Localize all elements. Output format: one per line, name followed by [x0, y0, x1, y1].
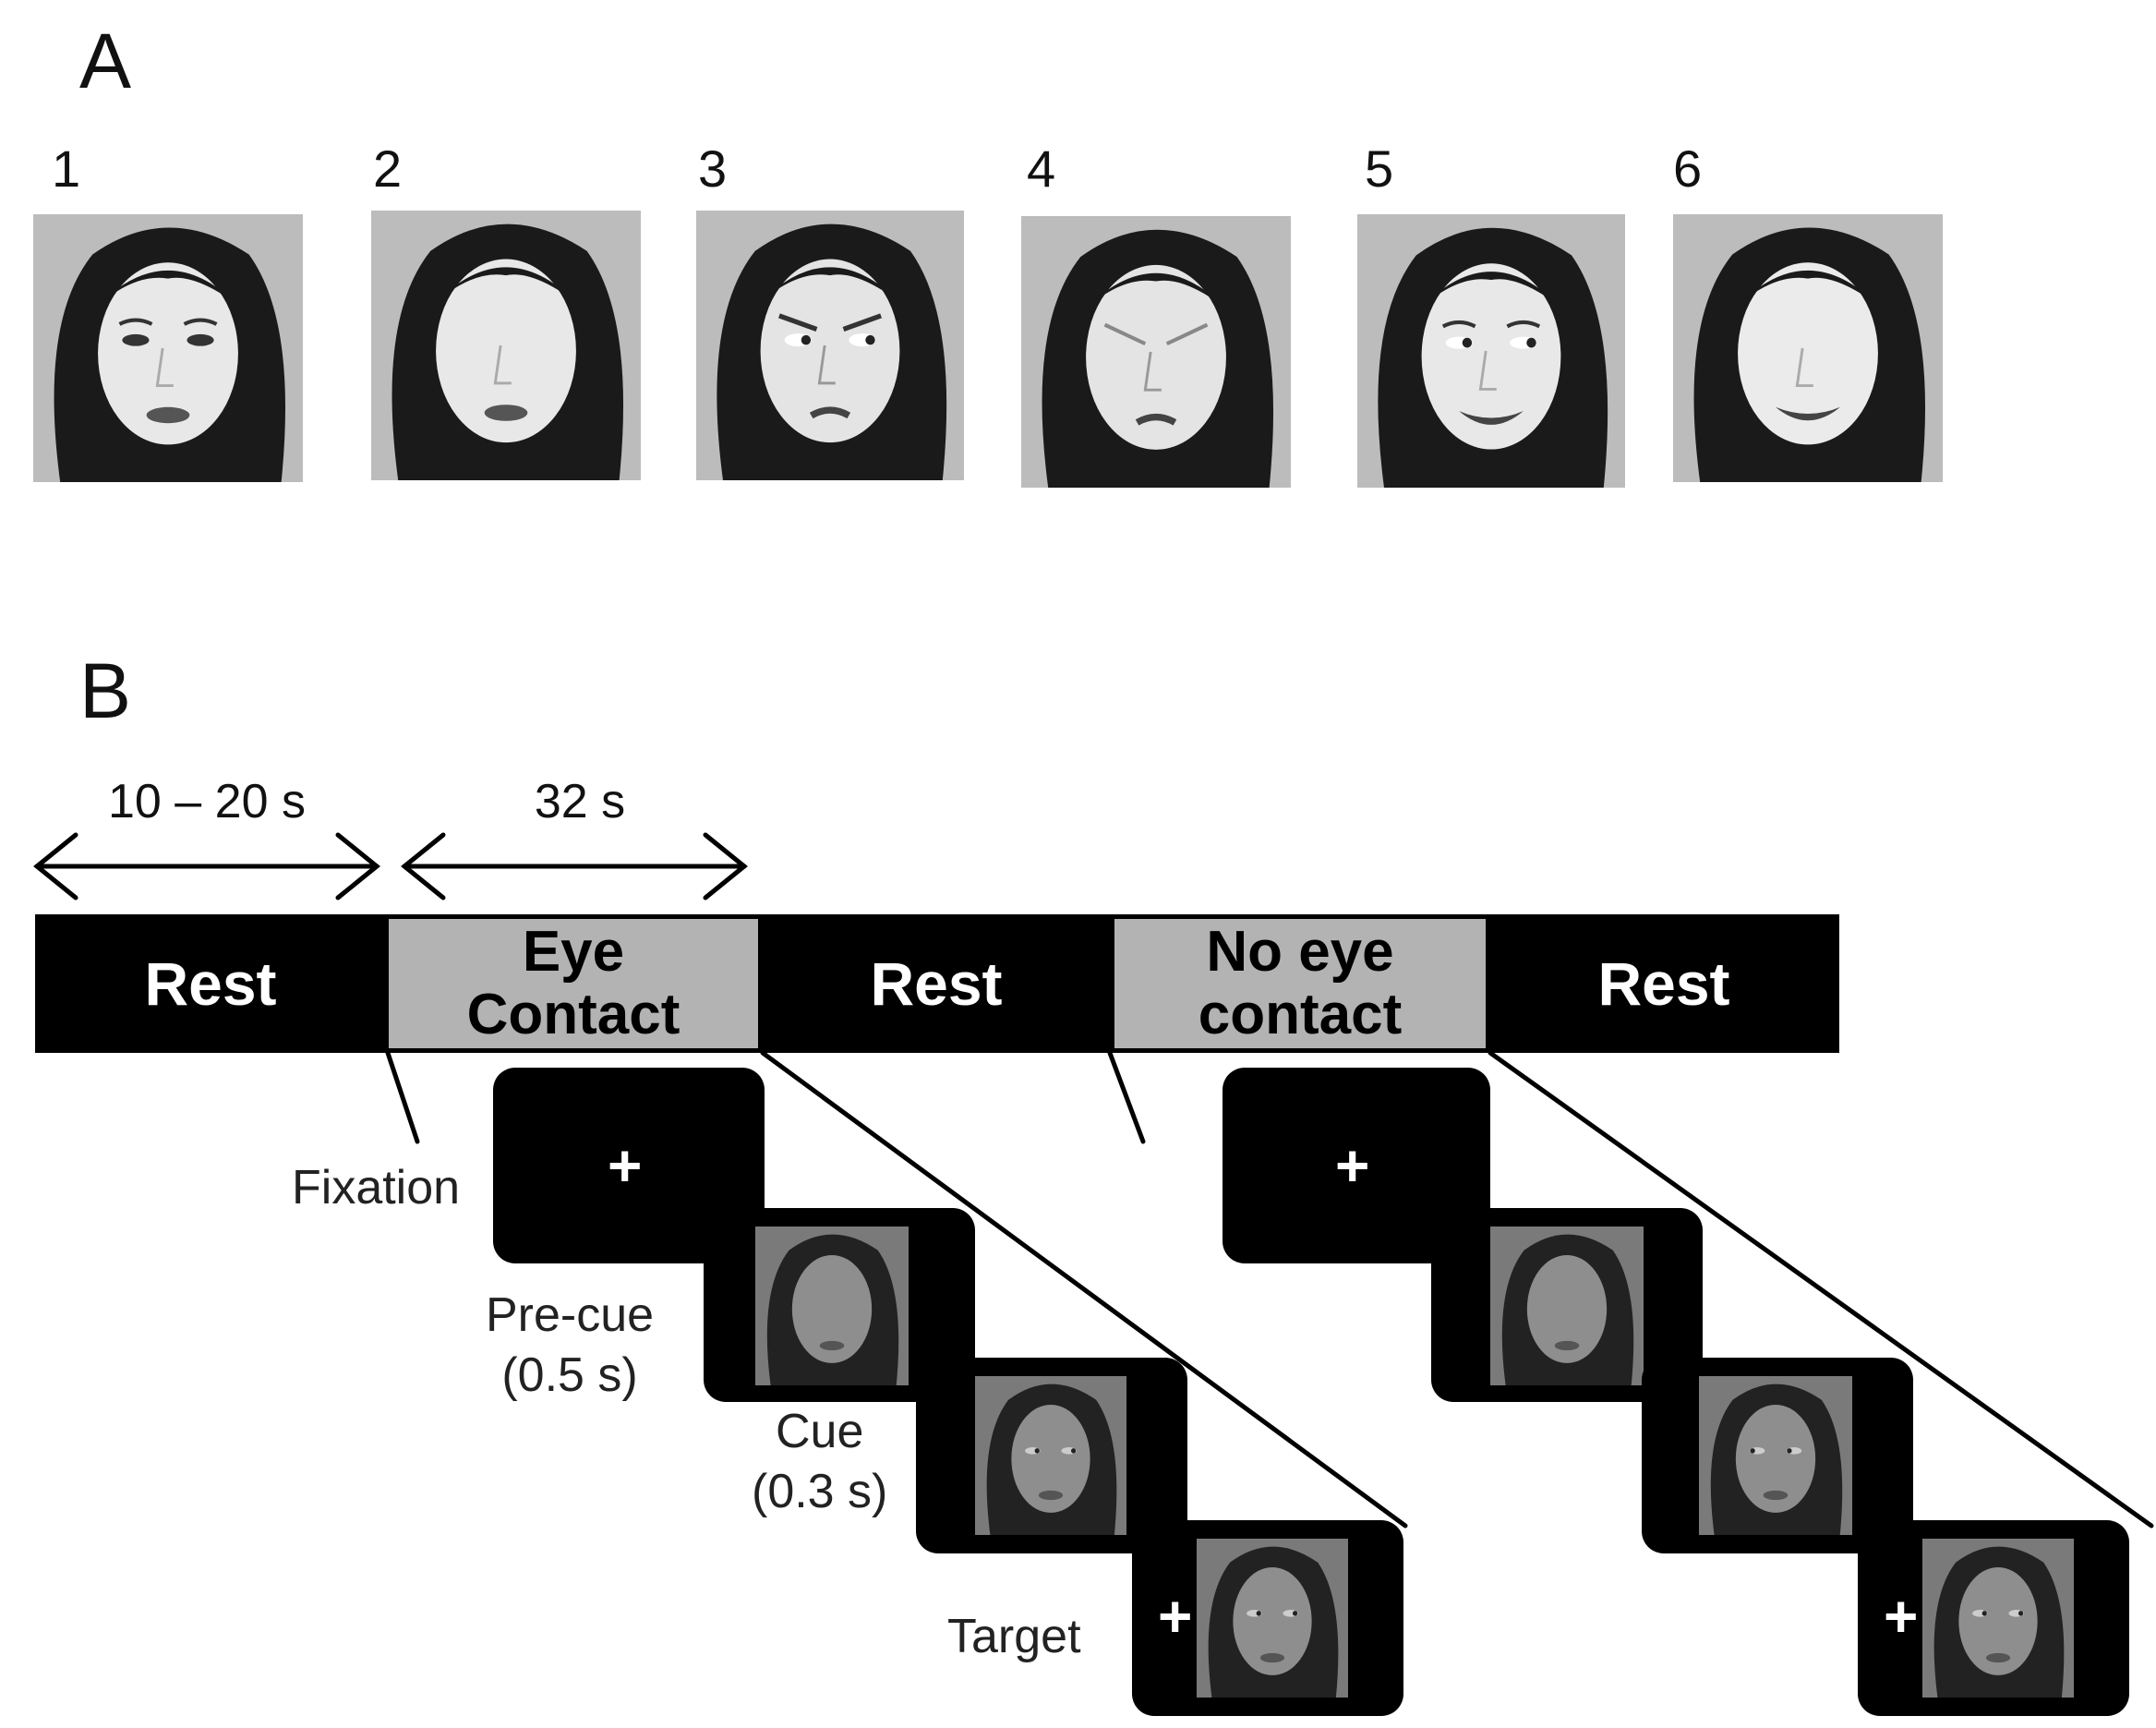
face-number-1: 1: [52, 139, 81, 198]
fixation-label: Fixation: [292, 1161, 461, 1214]
face-angry-eyes-averted-icon: [696, 211, 964, 480]
precue-label: Pre-cue (0.5 s): [486, 1288, 655, 1402]
fixation-cross: +: [608, 1132, 643, 1199]
precue-face-eyes-removed-icon-2: [1490, 1227, 1644, 1385]
cue-label: Cue (0.3 s): [752, 1405, 888, 1518]
target-face-icon: [1197, 1539, 1348, 1698]
target-cross: +: [1158, 1583, 1193, 1649]
block-no-eye-contact: No eye contact: [1110, 914, 1490, 1053]
fixation-cross-2: +: [1335, 1132, 1370, 1199]
cue-face-eyes-averted-icon: [975, 1376, 1126, 1535]
cue-screen-no-eye-contact: [1642, 1358, 1913, 1553]
block-rest-2: Rest: [761, 914, 1112, 1053]
panel-a-letter: A: [79, 18, 132, 104]
cue-screen-eye-contact: [916, 1358, 1187, 1553]
face-number-2: 2: [373, 139, 403, 198]
face-neutral-eyes-open-icon: [33, 214, 303, 482]
block-eye-contact: Eye Contact: [384, 914, 763, 1053]
target-label: Target: [947, 1610, 1081, 1663]
target-screen-no-eye-contact: +: [1858, 1520, 2129, 1716]
cue-face-eyes-averted-icon-2: [1699, 1376, 1852, 1535]
block-rest-3: Rest: [1488, 914, 1839, 1053]
panel-b-letter: B: [79, 647, 132, 734]
target-screen-eye-contact: +: [1132, 1520, 1403, 1716]
target-face-icon-2: [1922, 1539, 2074, 1698]
task-duration-label: 32 s: [534, 775, 626, 828]
face-neutral-eyes-removed-icon: [371, 211, 641, 480]
block-rest-1: Rest: [35, 914, 386, 1053]
face-smiling-eyes-averted-icon: [1357, 214, 1625, 488]
face-number-5: 5: [1365, 139, 1394, 198]
precue-face-eyes-removed-icon: [755, 1227, 909, 1385]
face-angry-eyes-removed-icon: [1021, 216, 1291, 488]
target-cross-2: +: [1884, 1583, 1919, 1649]
face-smiling-eyes-removed-icon: [1673, 214, 1943, 482]
face-number-3: 3: [698, 139, 728, 198]
face-number-4: 4: [1027, 139, 1056, 198]
rest-duration-label: 10 – 20 s: [108, 775, 306, 828]
face-number-6: 6: [1673, 139, 1703, 198]
